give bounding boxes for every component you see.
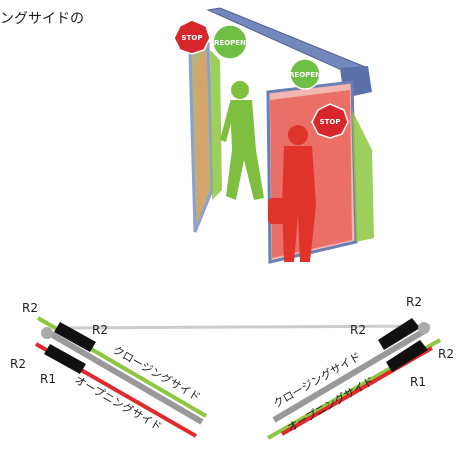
right-r2-inner-label: R2 — [350, 323, 366, 337]
green-person — [220, 81, 264, 200]
stop-sign-mid: STOP — [311, 103, 349, 139]
left-door-green-zone — [210, 50, 222, 200]
left-door-leaf-plan — [35, 316, 208, 438]
right-sensor-r1 — [386, 340, 428, 372]
left-door-sensor-zone — [196, 52, 209, 222]
left-sensor-r2 — [54, 322, 96, 352]
left-sensor-r1 — [44, 344, 86, 374]
right-closing-side-label: クロージングサイド — [271, 349, 364, 411]
right-r1-label: R1 — [410, 375, 426, 389]
caption: ングサイドの — [0, 11, 84, 27]
right-sensor-r2 — [378, 318, 420, 350]
door-header-line — [54, 324, 431, 330]
right-pivot — [418, 322, 430, 334]
left-gray-line — [42, 327, 204, 425]
right-r2-outer-label: R2 — [406, 295, 422, 309]
stop-sign-top: STOP — [173, 19, 211, 55]
reopen-sign-top-label: REOPEN — [214, 39, 246, 47]
plan-diagram: R2 R2 R2 R1 クロージングサイド オープニングサイド R2 R2 R2… — [10, 295, 454, 440]
stop-sign-top-label: STOP — [182, 34, 203, 42]
red-person — [268, 125, 316, 262]
reopen-sign-mid: REOPEN — [289, 58, 321, 90]
left-r2-low-label: R2 — [10, 357, 26, 371]
right-door-green-edge — [352, 110, 374, 242]
reopen-sign-mid-label: REOPEN — [289, 71, 321, 79]
right-r2-low-label: R2 — [438, 347, 454, 361]
left-r2-inner-label: R2 — [92, 323, 108, 337]
stop-sign-mid-label: STOP — [320, 118, 341, 126]
left-pivot — [41, 327, 53, 339]
right-gray-line — [272, 327, 428, 423]
left-r2-outer-label: R2 — [22, 301, 38, 315]
door-illustration: STOP REOPEN REOPEN STOP — [173, 7, 374, 264]
reopen-sign-top: REOPEN — [212, 24, 248, 60]
right-door-leaf-plan — [267, 318, 441, 440]
left-r1-label: R1 — [40, 372, 56, 386]
